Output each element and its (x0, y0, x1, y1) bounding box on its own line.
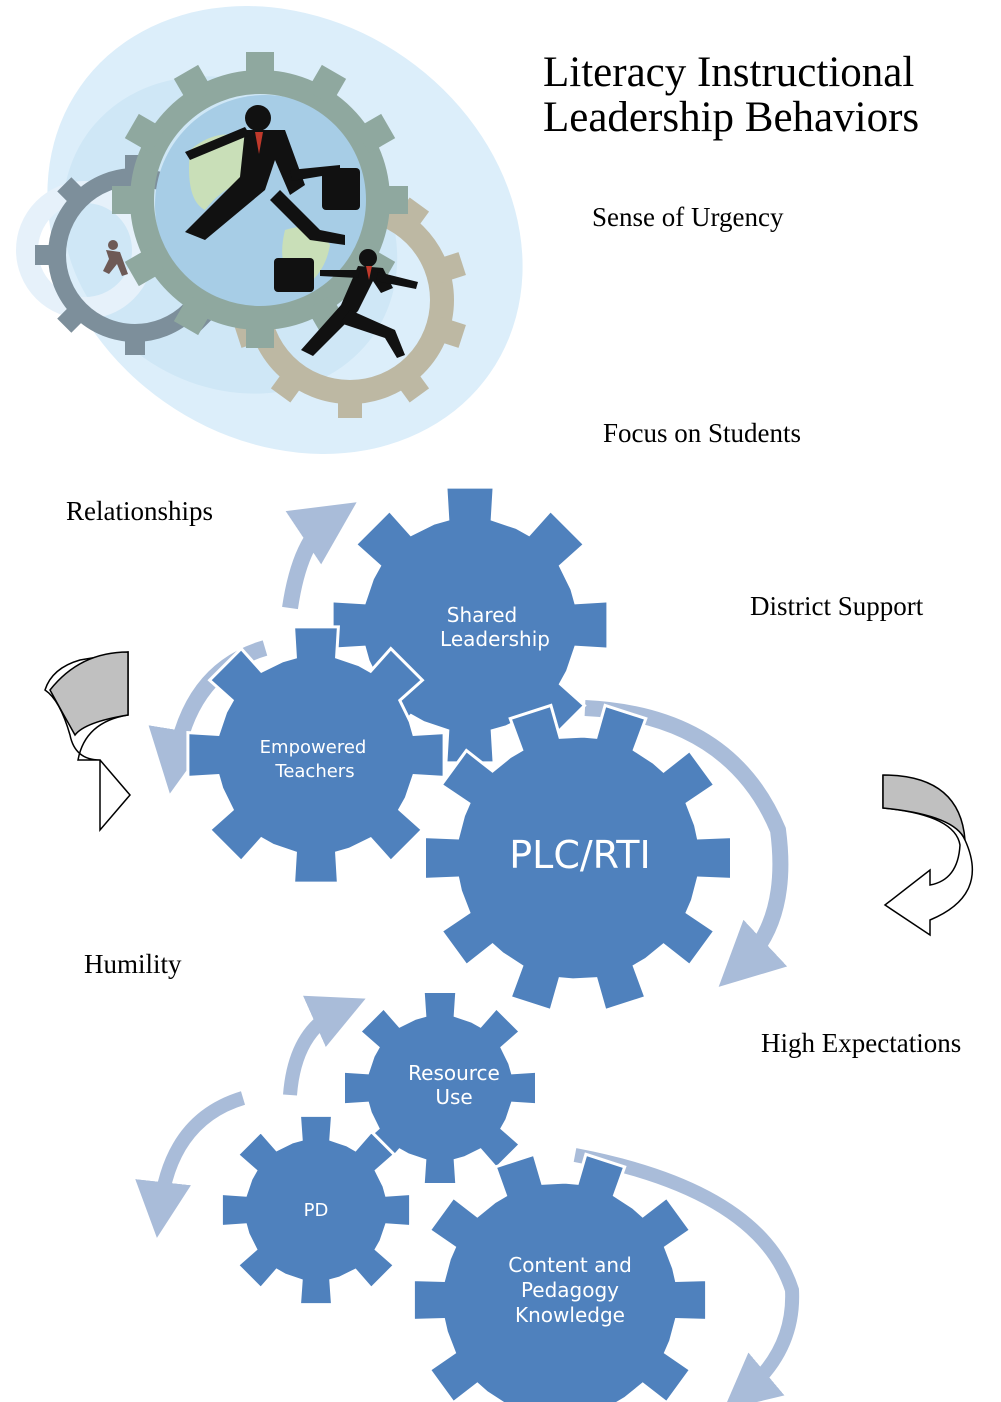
gear-label-shared-2: Leadership (440, 627, 550, 651)
gear-label-resource-1: Resource (408, 1061, 500, 1085)
behavior-humility: Humility (84, 949, 182, 979)
gear-label-content-2: Pedagogy (521, 1278, 619, 1302)
cycle-arrow-left (148, 640, 268, 794)
gear-resource-shape (342, 990, 538, 1186)
page-title: Literacy Instructional Leadership Behavi… (543, 50, 919, 140)
gear-content-pedagogy-knowledge (411, 1152, 709, 1402)
behavior-relationships: Relationships (66, 496, 213, 526)
gear-pd (219, 1113, 413, 1307)
cycle-arrow-top (282, 502, 357, 610)
behavior-sense-of-urgency: Sense of Urgency (592, 202, 784, 232)
bent-arrow-left-gray (49, 651, 129, 737)
gear-resource-use (342, 990, 538, 1186)
gear-plc-shape (423, 703, 733, 1013)
cycle-arrow-right-2 (573, 1148, 800, 1402)
gear-label-content-3: Knowledge (515, 1303, 625, 1327)
gear-label-empowered-2: Teachers (274, 761, 354, 782)
behavior-high-expectations: High Expectations (761, 1028, 962, 1058)
cycle-arrow-left-2 (135, 1091, 246, 1238)
gear-label-shared-1: Shared (447, 603, 517, 627)
title-line-2: Leadership Behaviors (543, 94, 920, 141)
gear-label-empowered-1: Empowered (260, 737, 367, 758)
gear-plc-rti (423, 703, 733, 1013)
behavior-focus-on-students: Focus on Students (603, 418, 802, 448)
cycle-arrow-right (584, 700, 789, 987)
behavior-district-support: District Support (750, 591, 924, 621)
gear-label-pd: PD (304, 1200, 329, 1221)
gear-label-plc-rti: PLC/RTI (509, 833, 650, 877)
gear-pd-shape (219, 1113, 413, 1307)
gear-label-resource-2: Use (435, 1085, 472, 1109)
gear-empowered-shape (186, 625, 446, 885)
cycle-arrow-top-2 (283, 995, 366, 1096)
gear-empowered-teachers (186, 625, 446, 885)
title-line-1: Literacy Instructional (543, 49, 915, 96)
gear-label-content-1: Content and (508, 1253, 632, 1277)
gear-content-shape (411, 1152, 709, 1402)
bent-arrow-right-gray (882, 774, 966, 841)
